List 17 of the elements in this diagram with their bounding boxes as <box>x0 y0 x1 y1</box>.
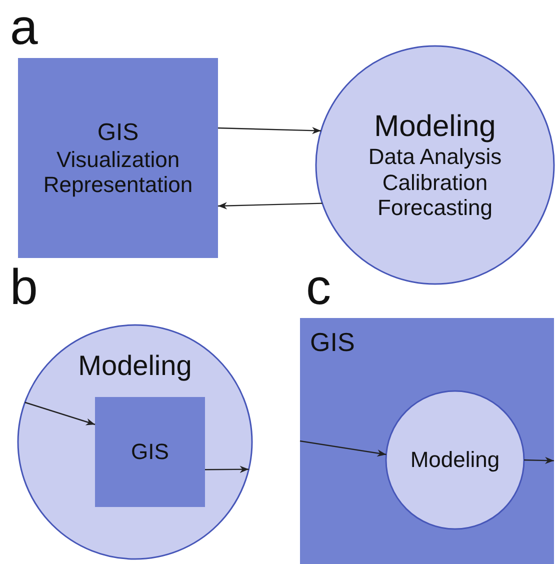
node-title: GIS <box>131 439 169 465</box>
node-title: Modeling <box>374 110 496 144</box>
node-title: GIS <box>97 118 139 146</box>
arrow <box>205 466 249 473</box>
arrow <box>218 202 322 210</box>
arrow <box>218 126 322 134</box>
node-title: Modeling <box>410 447 500 473</box>
node-text: Data Analysis Calibration Forecasting <box>367 144 503 220</box>
panel-letter: a <box>10 2 38 52</box>
panel-letter: b <box>10 262 38 312</box>
node-text: Visualization Representation <box>42 146 194 198</box>
arrow <box>300 440 386 457</box>
panel-letter: c <box>306 262 331 312</box>
arrow <box>524 456 554 464</box>
node-title: Modeling <box>78 350 192 382</box>
node-title: GIS <box>310 328 355 358</box>
arrow <box>24 402 96 426</box>
